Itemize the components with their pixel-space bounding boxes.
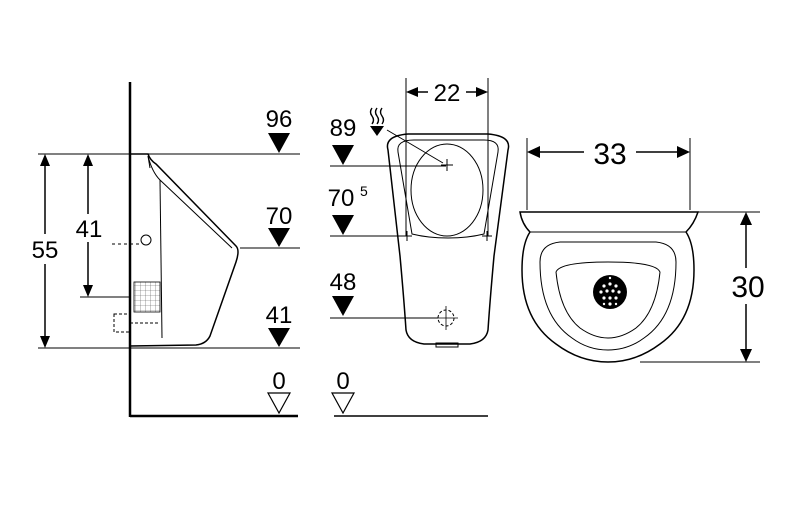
side-inlet [140, 234, 152, 246]
floor-label-front: 0 [336, 368, 349, 395]
front-level-label-89: 89 [330, 115, 357, 142]
supply-leader-line [386, 129, 444, 164]
top-view: 33 30 [519, 136, 772, 363]
urinal-front-body [386, 133, 510, 345]
urinal-side-profile [129, 153, 239, 347]
front-level-label-48: 48 [330, 269, 357, 296]
outlet-grid [133, 281, 161, 313]
level-label-96: 96 [266, 106, 293, 133]
front-level-marker-70 [332, 215, 354, 235]
floor-marker-side [266, 392, 292, 415]
urinal-top-outline [519, 211, 700, 363]
level-marker-70 [268, 228, 290, 247]
drain-connector [113, 313, 131, 333]
front-view: 22 89 70 5 48 [328, 78, 510, 417]
dim-front-width: 22 [434, 80, 461, 107]
level-label-70: 70 [266, 203, 293, 230]
level-label-41: 41 [266, 302, 293, 329]
strainer-icon [593, 275, 627, 309]
side-view: 55 41 96 70 41 0 [28, 82, 300, 418]
dim-total-height: 55 [32, 237, 59, 264]
dim-top-depth: 30 [731, 271, 764, 304]
level-marker-96 [268, 133, 290, 153]
water-supply-icon [369, 107, 385, 136]
dim-top-width: 33 [593, 138, 626, 171]
dim-inner-height: 41 [76, 216, 103, 243]
front-level-marker-48 [332, 296, 354, 316]
front-level-label-70: 70 [328, 185, 355, 212]
front-level-marker-89 [332, 145, 354, 165]
floor-label-side: 0 [272, 368, 285, 395]
front-level-superscript: 5 [360, 183, 368, 199]
level-marker-41 [268, 328, 290, 347]
floor-marker-front [330, 392, 356, 415]
